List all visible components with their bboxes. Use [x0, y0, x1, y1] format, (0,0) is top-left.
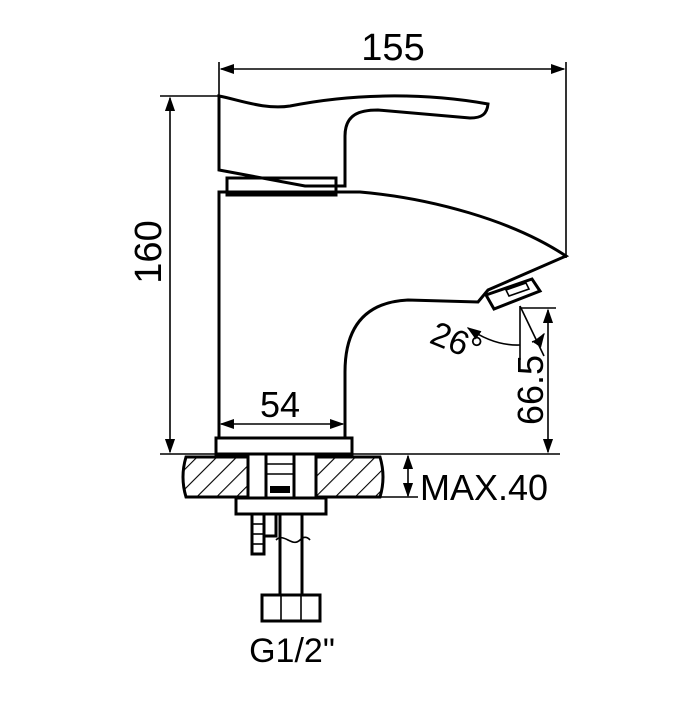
dimension-overall-width: 155	[218, 27, 567, 258]
dimension-deck-thickness: MAX.40	[380, 454, 548, 508]
dim-deck-thickness-label: MAX.40	[420, 467, 548, 508]
lever-handle	[217, 94, 490, 188]
dim-overall-width-label: 155	[361, 27, 424, 69]
dim-spout-height-label: 66.5	[510, 355, 551, 425]
dim-base-width-label: 54	[260, 384, 300, 425]
dimension-base-width: 54	[219, 384, 345, 430]
countertop-section	[181, 455, 385, 499]
dim-spout-angle-label: 26°	[425, 315, 487, 369]
mounting-assembly	[234, 452, 328, 623]
connection-thread-label: G1/2"	[249, 632, 335, 670]
dim-overall-height-label: 160	[128, 220, 170, 283]
faucet-body	[217, 190, 570, 440]
base-flange	[214, 436, 354, 456]
dimension-overall-height: 160	[128, 95, 219, 455]
cartridge-collar	[225, 176, 338, 197]
aerator	[483, 277, 543, 311]
dimension-spout-height: 66.5	[352, 307, 560, 455]
